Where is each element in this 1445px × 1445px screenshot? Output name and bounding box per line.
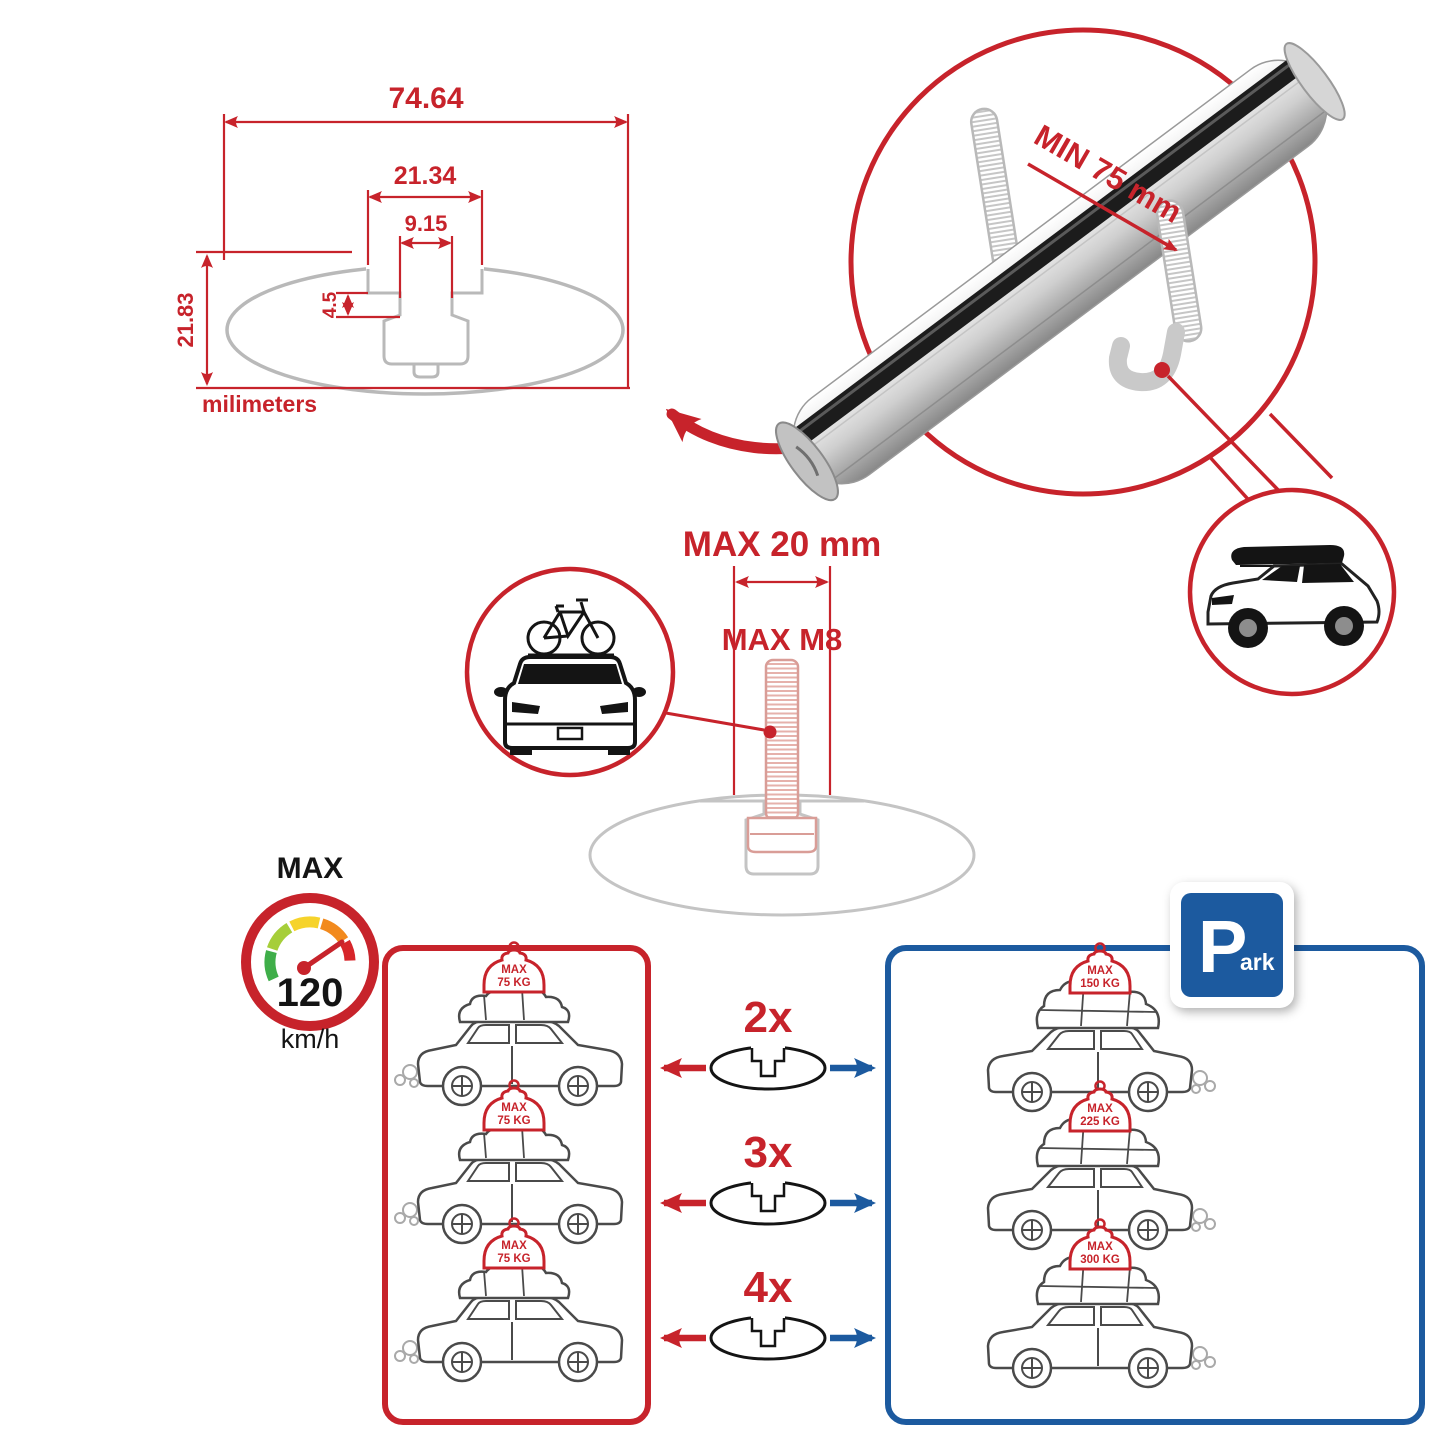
load-kg-label: 75 KG [497,977,530,989]
capacity-row: 3x [660,1128,876,1226]
load-kg-label: 75 KG [497,1115,530,1127]
profile-ellipse [225,264,625,396]
capacity-row: 4x [660,1263,876,1361]
load-badge: MAX 75 KG [482,1079,546,1132]
callout-dot [763,725,777,739]
dim-total-width: 74.64 [388,82,463,115]
left-capacity-cars: MAX 75 KG MAX 75 KG MAX 75 KG [393,941,624,1383]
park-sign-initial: P [1198,905,1247,988]
dim-unit-label: milimeters [202,391,317,417]
dim-total-height: 21.83 [173,292,198,347]
callout-dot [1154,362,1170,378]
speed-limit-section: MAX 120 km/h [241,852,379,1054]
crossbar-count-rows: 2x 3x 4x [660,993,876,1361]
bolt-shaft [764,658,800,822]
bar-end-cap [1283,42,1346,121]
load-badge: MAX 300 KG [1068,1218,1132,1271]
crossbar-profile-icon [709,1312,827,1361]
crossbar-render [775,42,1346,502]
load-kg-label: 150 KG [1080,978,1120,990]
bar-count-label: 3x [744,1128,793,1177]
bar-end-cap [775,421,839,502]
load-kg-label: 225 KG [1080,1116,1120,1128]
crossbar-detail-circle: MIN 75 mm [775,27,1346,510]
load-badge: MAX 225 KG [1068,1080,1132,1133]
bolt-diagram: MAX 20 mm MAX M8 [588,525,976,917]
load-kg-label: 300 KG [1080,1254,1120,1266]
clamp-rod-right [1108,199,1203,392]
roof-box-icon [1231,545,1345,565]
profile-dimension-diagram: 74.64 21.34 9.15 4.5 21.83 milimeters [173,82,630,417]
speed-unit: km/h [281,1024,340,1054]
rubber-strip [790,59,1301,447]
bike-car-circle [464,566,676,778]
park-sign-rest: ark [1240,949,1275,975]
park-sign: P ark [1170,882,1294,1008]
load-max-label: MAX [501,1240,527,1252]
car-front-icon [494,655,646,755]
dim-channel-width: 21.34 [394,162,457,190]
speedometer-needle [301,939,345,971]
speed-value: 120 [277,971,344,1015]
right-capacity-cars: MAX 150 KG MAX 225 KG MAX 300 KG [986,942,1217,1389]
load-max-label: MAX [501,964,527,976]
bolt-max-thread-label: MAX M8 [722,622,843,657]
bar-count-label: 4x [744,1263,793,1312]
bar-count-label: 2x [744,993,793,1042]
speed-max-label: MAX [277,852,344,885]
load-max-label: MAX [501,1102,527,1114]
load-badge: MAX 75 KG [482,941,546,994]
load-max-label: MAX [1087,1241,1113,1253]
dim-slot-width: 9.15 [405,211,448,236]
load-max-label: MAX [1087,1103,1113,1115]
load-badge: MAX 75 KG [482,1217,546,1270]
min-span-arrow [1027,162,1178,252]
load-badge: MAX 150 KG [1068,942,1132,995]
roofbox-car-circle [1187,487,1397,697]
profile-channel [366,269,484,366]
crossbar-profile-icon [709,1042,827,1091]
bolt-max-length-label: MAX 20 mm [683,525,881,564]
load-max-label: MAX [1087,965,1113,977]
load-kg-label: 75 KG [497,1253,530,1265]
dim-step-depth: 4.5 [320,291,341,318]
capacity-row: 2x [660,993,876,1091]
crossbar-profile-icon [709,1177,827,1226]
